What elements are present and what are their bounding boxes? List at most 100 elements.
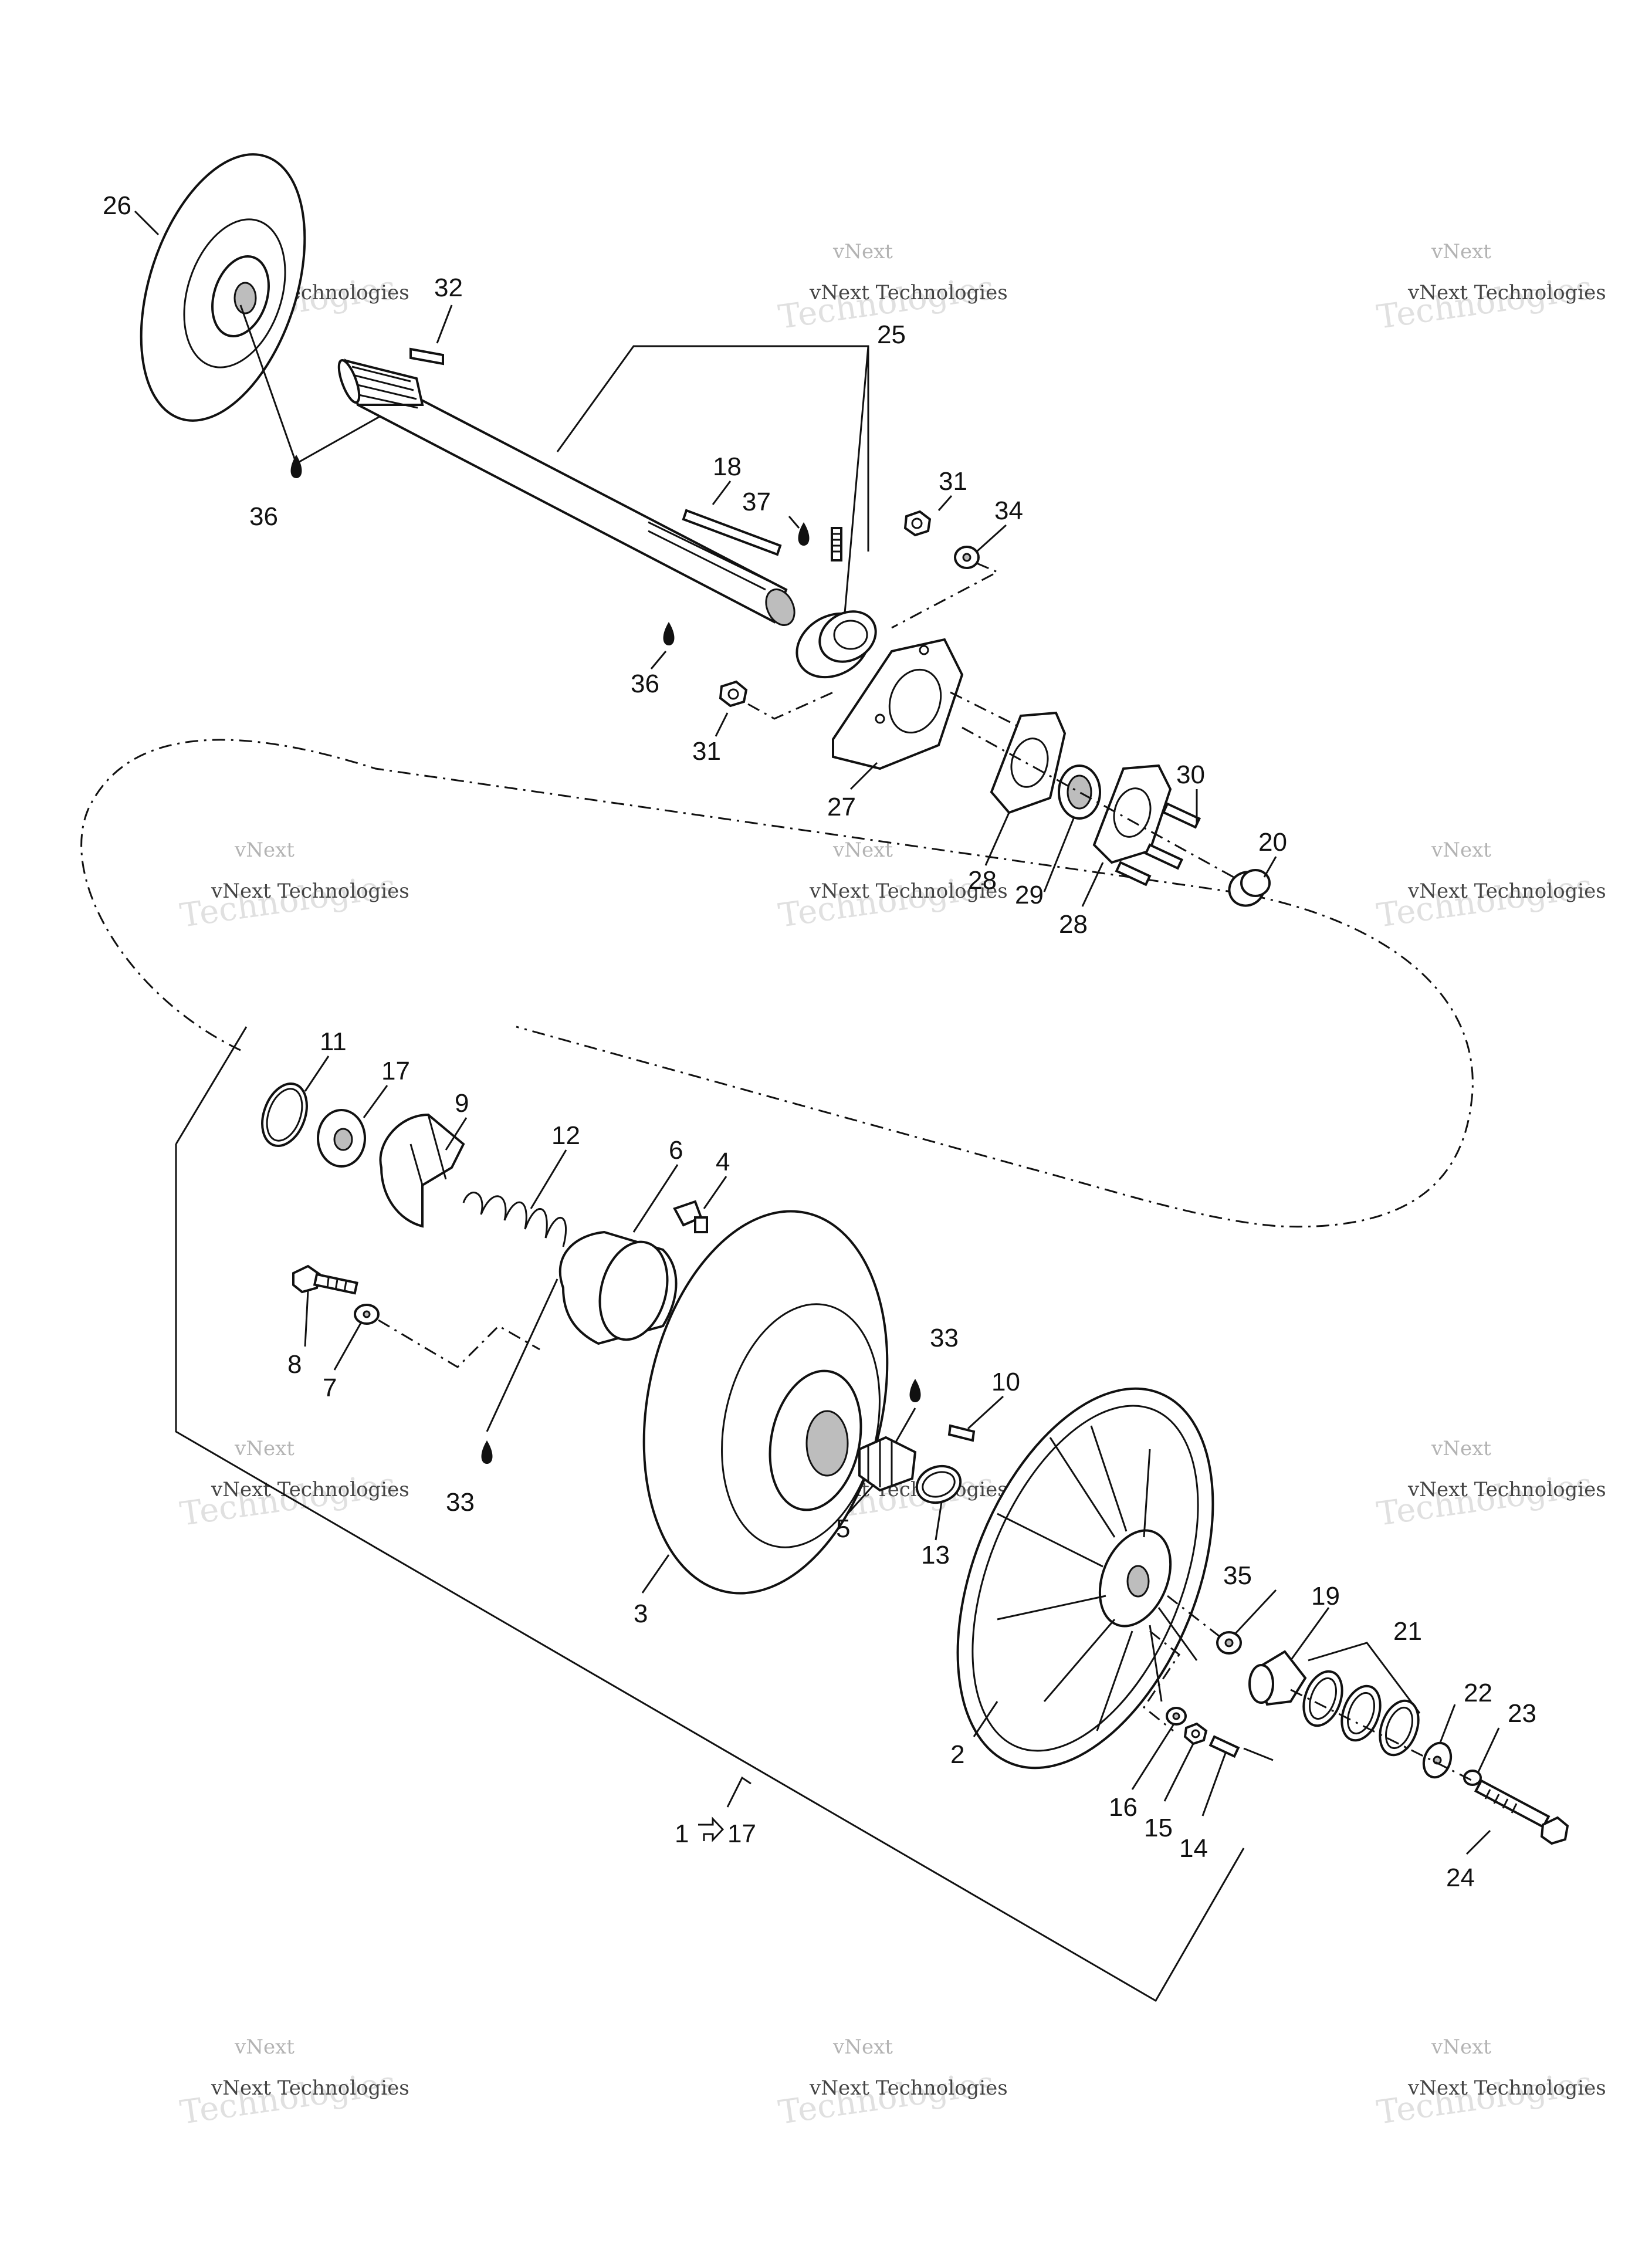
cam-part-9[interactable] — [379, 1113, 465, 1228]
callout-6: 6 — [669, 1136, 683, 1165]
callout-17: 17 — [381, 1057, 410, 1085]
drive-belt-path — [80, 739, 1474, 1228]
washer-part-16[interactable] — [1166, 1707, 1187, 1726]
callout-1-to-17: 1 17 — [675, 1816, 756, 1848]
callout-31-lower: 31 — [692, 737, 721, 766]
axis-dash-24 — [1290, 1689, 1479, 1785]
callout-9: 9 — [455, 1089, 469, 1118]
svg-text:17: 17 — [727, 1819, 756, 1848]
bearing-plate-part-27[interactable] — [832, 638, 964, 770]
leader-25 — [556, 345, 869, 614]
callout-13: 13 — [921, 1541, 950, 1569]
callout-28-right: 28 — [1059, 910, 1088, 939]
callout-29: 29 — [1015, 881, 1044, 909]
axis-dash-27 — [950, 691, 1033, 735]
axis-dash-28 — [962, 726, 1250, 887]
callout-labels: 26 32 25 18 37 31 34 36 36 31 27 28 29 2… — [103, 191, 1536, 1892]
brake-disc-part-26[interactable] — [110, 134, 335, 441]
bearing-part-25[interactable] — [786, 601, 885, 690]
svg-text:vNext Technologies: vNext Technologies — [1407, 879, 1606, 903]
fixed-half-part-2[interactable] — [907, 1352, 1263, 1805]
callout-18: 18 — [713, 452, 742, 481]
flange-part-28-right[interactable] — [1092, 764, 1172, 864]
arrow-icon — [698, 1816, 725, 1842]
leader-lines — [134, 210, 1500, 1855]
svg-text:vNext: vNext — [234, 838, 294, 862]
bolt-part-24[interactable] — [1474, 1779, 1569, 1845]
watermark-bottom-center: vNext Technologies vNext Technologies — [776, 2035, 1008, 2132]
nut-part-31-lower[interactable] — [719, 680, 748, 708]
svg-text:vNext: vNext — [1431, 838, 1491, 862]
axis-dash-7 — [378, 1319, 540, 1368]
callout-37: 37 — [742, 488, 771, 516]
callout-33-left: 33 — [446, 1488, 475, 1517]
washer-part-7[interactable] — [354, 1304, 380, 1325]
grease-drop-33-right — [909, 1379, 921, 1402]
washer-part-35[interactable] — [1216, 1631, 1242, 1655]
callout-2: 2 — [950, 1740, 964, 1769]
circlip-part-13[interactable] — [912, 1460, 966, 1508]
circlip-part-11[interactable] — [254, 1077, 314, 1152]
bushing-part-20[interactable] — [1223, 866, 1271, 912]
washer-part-34[interactable] — [954, 546, 980, 569]
svg-text:vNext: vNext — [234, 1437, 294, 1460]
key-part-32[interactable] — [409, 347, 444, 366]
driven-shaft-part-25[interactable] — [335, 358, 800, 630]
svg-text:vNext: vNext — [234, 2035, 294, 2059]
flange-part-28-left[interactable] — [990, 711, 1067, 814]
key-part-10[interactable] — [947, 1424, 976, 1442]
parts-group-lower — [175, 1026, 1569, 2002]
slider-part-4[interactable] — [673, 1200, 708, 1233]
svg-text:vNext: vNext — [1431, 2035, 1491, 2059]
key-part-18[interactable] — [682, 509, 782, 556]
callout-27: 27 — [827, 793, 856, 821]
callout-12: 12 — [551, 1121, 580, 1150]
svg-text:vNext: vNext — [1431, 1437, 1491, 1460]
watermark-bottom-right: vNext Technologies vNext Technologies — [1375, 2035, 1606, 2132]
svg-text:vNext Technologies: vNext Technologies — [1407, 1478, 1606, 1501]
bolt-part-8[interactable] — [292, 1264, 358, 1295]
lockwasher-part-23[interactable] — [1463, 1770, 1482, 1786]
washer-part-22[interactable] — [1419, 1739, 1455, 1781]
callout-20: 20 — [1258, 828, 1287, 857]
sliding-half-part-3[interactable] — [611, 1189, 920, 1616]
watermark-top-right: vNext Technologies vNext Technologies — [1375, 240, 1606, 337]
callout-16: 16 — [1109, 1793, 1138, 1822]
callout-4: 4 — [716, 1148, 730, 1176]
leader-34-dash — [891, 562, 1000, 629]
svg-text:vNext Technologies: vNext Technologies — [211, 1478, 409, 1501]
svg-text:vNext Technologies: vNext Technologies — [809, 879, 1008, 903]
parts-group-upper — [110, 134, 1271, 912]
watermark-low-left: vNext Technologies vNext Technologies — [178, 1437, 409, 1534]
callout-21: 21 — [1393, 1617, 1422, 1646]
svg-text:vNext: vNext — [832, 240, 893, 263]
washer-part-17[interactable] — [317, 1109, 366, 1168]
callout-32: 32 — [434, 273, 463, 302]
callout-14: 14 — [1179, 1834, 1208, 1863]
grease-fitting-part-37[interactable] — [798, 522, 842, 561]
callout-10: 10 — [991, 1368, 1020, 1396]
sleeve-part-6[interactable] — [558, 1230, 678, 1347]
svg-text:vNext Technologies: vNext Technologies — [211, 2076, 409, 2100]
shims-part-21[interactable] — [1296, 1666, 1425, 1761]
callout-33-right: 33 — [930, 1324, 959, 1352]
callout-36-upper: 36 — [249, 502, 278, 531]
nut-part-15[interactable] — [1183, 1722, 1208, 1745]
svg-text:1: 1 — [675, 1819, 689, 1848]
spacer-part-19[interactable] — [1248, 1650, 1307, 1706]
bushing-part-5[interactable] — [858, 1436, 917, 1492]
group-bracket-1-17 — [175, 1026, 1245, 2002]
callout-8: 8 — [287, 1350, 302, 1379]
spring-part-12[interactable] — [462, 1192, 567, 1247]
svg-text:vNext: vNext — [832, 2035, 893, 2059]
callout-31-upper: 31 — [939, 467, 967, 496]
stud-part-14[interactable] — [1208, 1735, 1240, 1758]
watermark-mid-right: vNext Technologies vNext Technologies — [1375, 838, 1606, 935]
callout-34: 34 — [994, 496, 1023, 525]
callout-25: 25 — [877, 320, 906, 349]
callout-7: 7 — [323, 1374, 337, 1402]
callout-26: 26 — [103, 191, 131, 220]
nut-part-31-upper[interactable] — [903, 510, 932, 537]
bearing-part-29[interactable] — [1058, 764, 1101, 820]
